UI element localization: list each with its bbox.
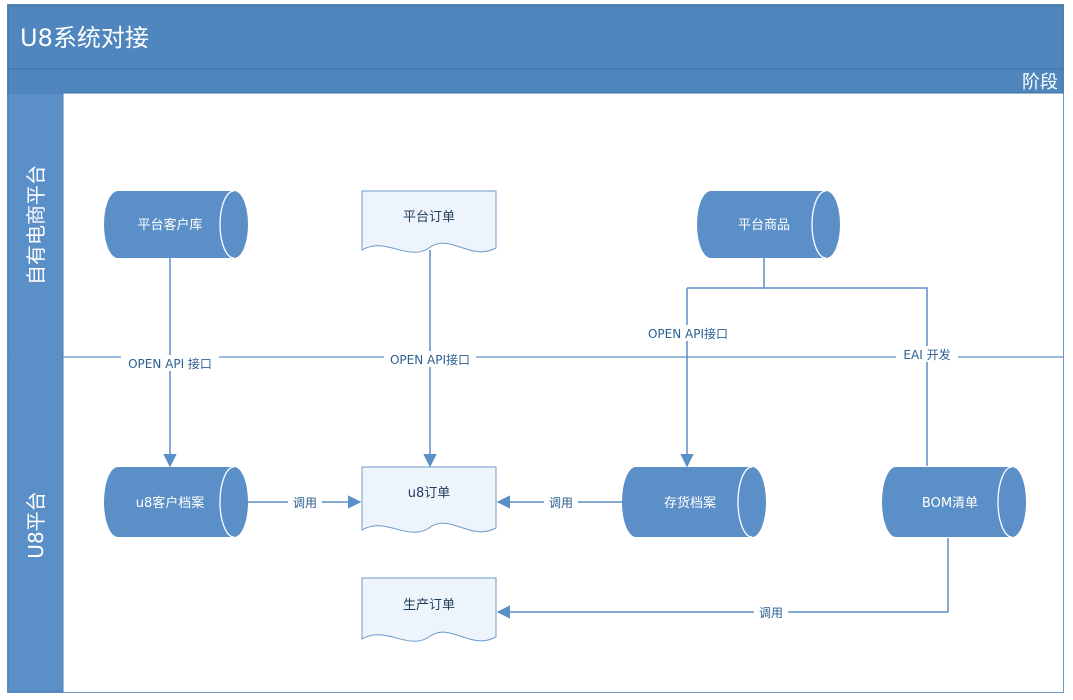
node-u8-orders[interactable]: u8订单 xyxy=(361,466,497,533)
header-bar: U8系统对接 xyxy=(7,4,1064,70)
phase-bar: 阶段 xyxy=(7,68,1064,94)
lane-header-u8: U8平台 xyxy=(7,356,64,693)
diagram-frame xyxy=(7,4,1064,693)
node-platform-orders[interactable]: 平台订单 xyxy=(361,190,497,253)
edge-label-products-bom: EAI 开发 xyxy=(896,346,958,362)
node-u8-customer-archive[interactable]: u8客户档案 xyxy=(104,466,248,538)
node-production-orders[interactable]: 生产订单 xyxy=(361,577,497,642)
edge-label-inventory-call: 调用 xyxy=(544,494,578,510)
svg-text:调用: 调用 xyxy=(293,496,317,510)
node-label: 平台订单 xyxy=(403,210,455,225)
svg-text:OPEN API接口: OPEN API接口 xyxy=(390,352,470,367)
node-label: u8订单 xyxy=(408,486,451,501)
node-bom-list[interactable]: BOM清单 xyxy=(882,466,1026,538)
node-platform-products[interactable]: 平台商品 xyxy=(697,190,841,259)
lane-header-ecommerce: 自有电商平台 xyxy=(7,92,64,358)
node-label: 平台商品 xyxy=(738,218,790,233)
edge-products-bom xyxy=(764,287,928,466)
edge-label-products-inventory: OPEN API接口 xyxy=(642,325,734,341)
node-label: 平台客户库 xyxy=(137,217,202,233)
svg-text:OPEN API接口: OPEN API接口 xyxy=(648,326,728,341)
svg-text:OPEN API 接口: OPEN API 接口 xyxy=(128,356,212,371)
diagram-title: U8系统对接 xyxy=(20,24,149,52)
node-label: BOM清单 xyxy=(922,496,978,511)
node-label: 生产订单 xyxy=(403,598,455,613)
edge-label-orders: OPEN API接口 xyxy=(384,351,476,367)
svg-text:调用: 调用 xyxy=(549,496,573,510)
node-platform-customers[interactable]: 平台客户库 xyxy=(104,190,249,259)
lane-label-u8: U8平台 xyxy=(24,491,48,558)
node-label: 存货档案 xyxy=(664,495,716,511)
lane-label-ecommerce: 自有电商平台 xyxy=(24,165,48,285)
connectors xyxy=(163,250,949,619)
svg-text:调用: 调用 xyxy=(759,606,783,620)
phase-label: 阶段 xyxy=(1022,72,1058,93)
node-inventory-archive[interactable]: 存货档案 xyxy=(622,466,766,538)
edge-label-customer-call: 调用 xyxy=(288,494,322,510)
edge-label-bom-call: 调用 xyxy=(754,604,788,620)
node-label: u8客户档案 xyxy=(136,495,205,511)
edge-bom-call xyxy=(496,538,949,619)
edge-label-customers: OPEN API 接口 xyxy=(121,355,219,371)
svg-text:EAI 开发: EAI 开发 xyxy=(903,347,950,362)
